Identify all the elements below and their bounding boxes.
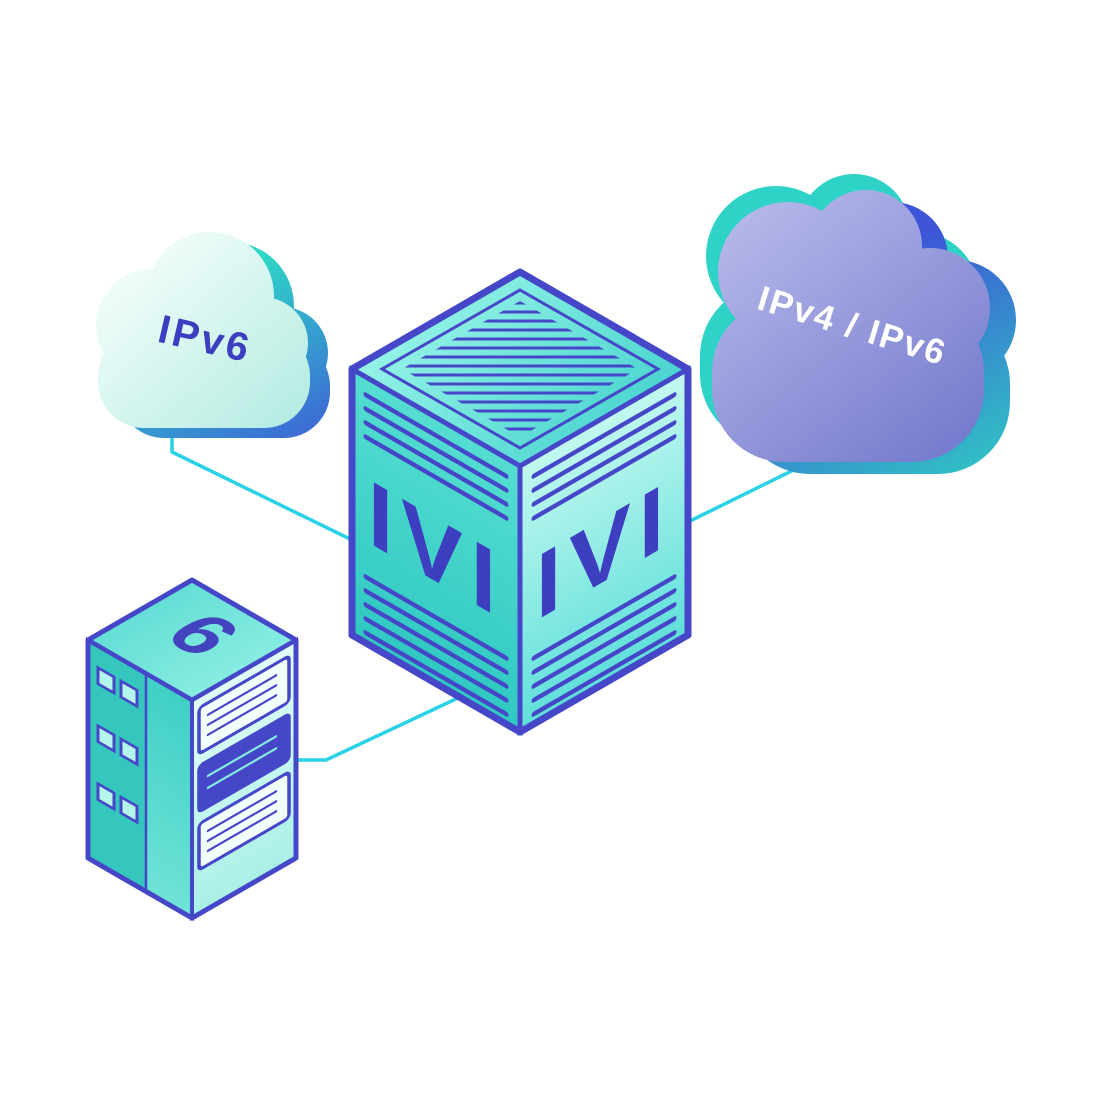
box-top-inner-frame: [378, 288, 662, 450]
server-left-face: [86, 636, 194, 922]
box-right-face-stripes-top: [531, 392, 677, 521]
ipv4-ipv6-cloud-body: [712, 190, 990, 462]
ipv6-cloud-body: [96, 232, 310, 428]
server-rack-unit-2: [197, 713, 291, 813]
server-rack-unit-1: [197, 655, 291, 755]
server-outline: [85, 577, 299, 921]
server-vent-squares: [96, 665, 139, 825]
box-right-face: IVI: [517, 365, 691, 736]
box-right-face-stripes-bottom: [531, 574, 677, 717]
ipv6-cloud: IPv6: [96, 232, 330, 438]
server-tower: 6: [85, 577, 299, 922]
server-rack-unit-3: [197, 771, 291, 871]
ipv4-ipv6-cloud: IPv4 / IPv6: [700, 174, 1016, 474]
translator-box: IVI IVI: [348, 268, 692, 736]
box-left-face-stripes-bottom: [363, 574, 509, 717]
box-left-face-stripes-top: [363, 392, 509, 521]
link-line-server: [294, 695, 462, 762]
box-outline: [348, 268, 692, 736]
